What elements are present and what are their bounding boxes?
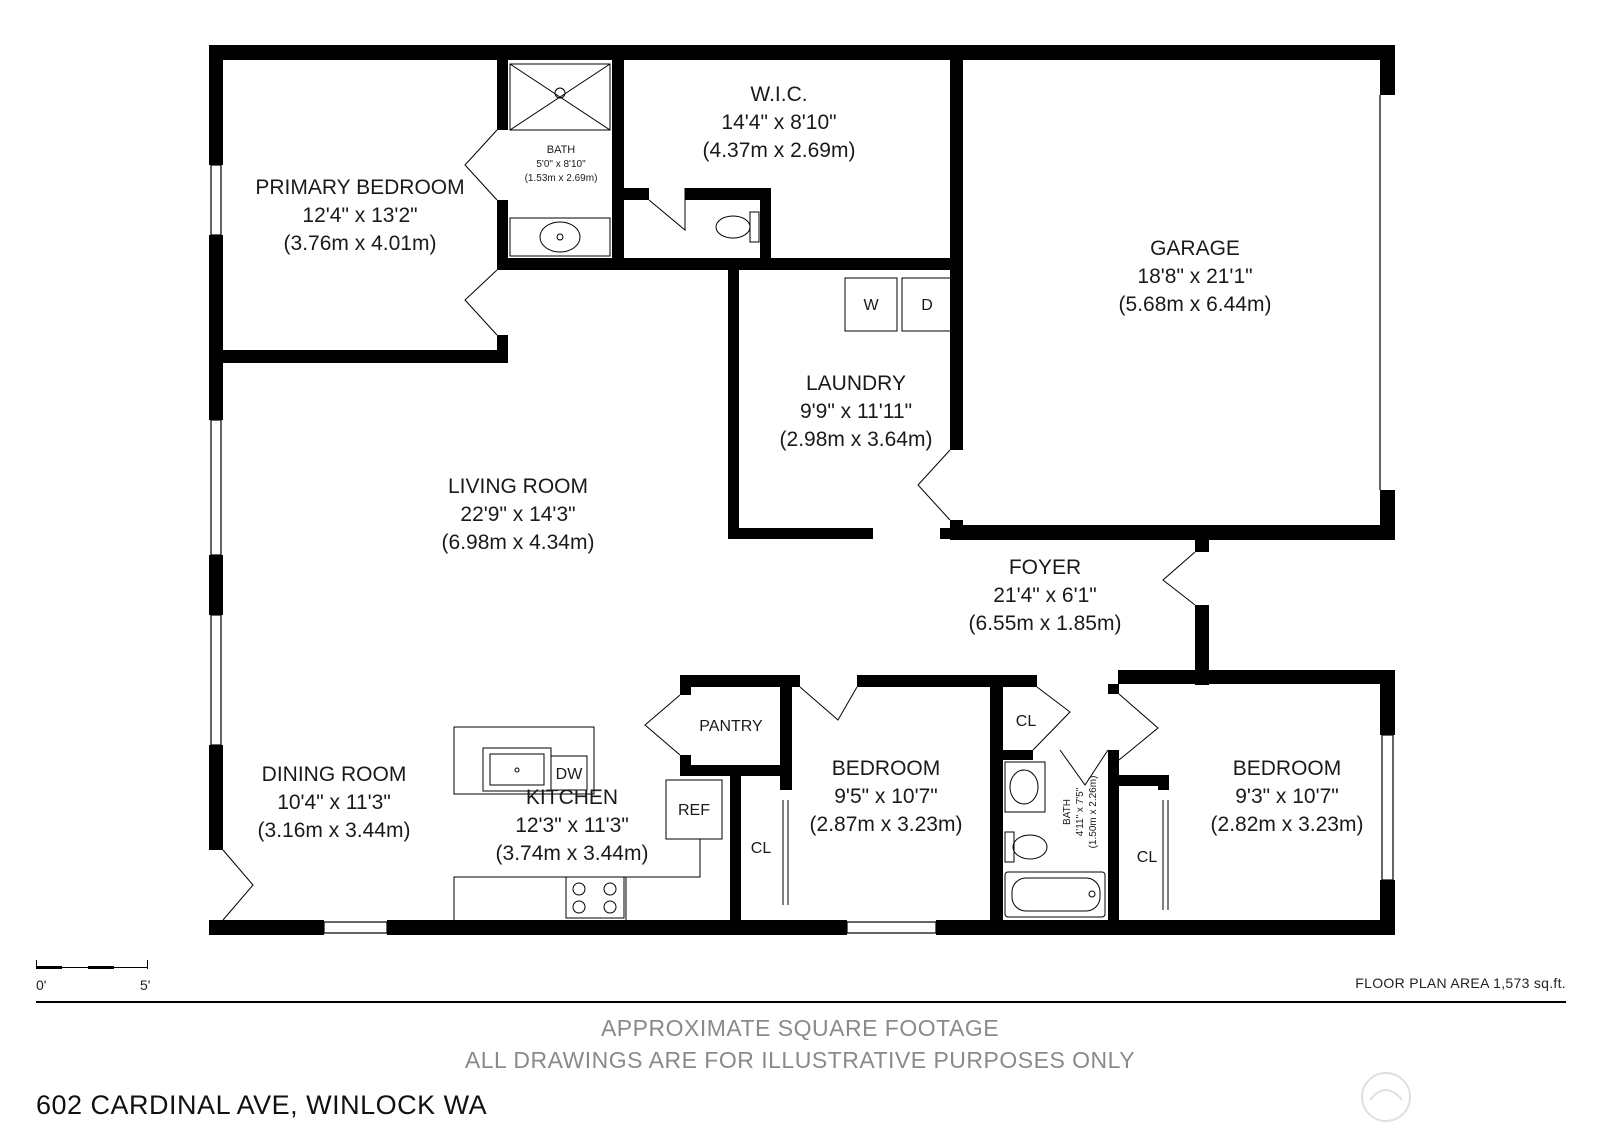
- room-dim-ft: 9'3" x 10'7": [1235, 785, 1339, 808]
- closet-label: CL: [751, 840, 772, 857]
- refrigerator-label: REF: [678, 802, 710, 819]
- room-name: GARAGE: [1150, 237, 1240, 260]
- room-name: KITCHEN: [526, 786, 618, 809]
- room-label-garage: GARAGE 18'8" x 21'1" (5.68m x 6.44m): [1119, 237, 1272, 316]
- room-label-bath-primary: BATH 5'0" x 8'10" (1.53m x 2.69m): [525, 144, 598, 184]
- room-dim-m: (6.98m x 4.34m): [442, 531, 595, 554]
- room-dim-ft: 9'9" x 11'11": [800, 400, 912, 423]
- room-label-wic: W.I.C. 14'4" x 8'10" (4.37m x 2.69m): [703, 83, 856, 162]
- closet-label: CL: [1137, 849, 1158, 866]
- pantry-label: PANTRY: [699, 718, 763, 735]
- room-dim-ft: 5'0" x 8'10": [536, 159, 586, 170]
- closet-label: CL: [1016, 713, 1037, 730]
- dishwasher-label: DW: [556, 766, 584, 783]
- room-name: BEDROOM: [832, 757, 941, 780]
- divider: [36, 1001, 1566, 1003]
- room-name: FOYER: [1009, 556, 1081, 579]
- room-name: BATH: [547, 144, 576, 156]
- room-label-foyer: FOYER 21'4" x 6'1" (6.55m x 1.85m): [969, 556, 1122, 635]
- washer-label: W: [863, 297, 879, 314]
- room-label-dining-room: DINING ROOM 10'4" x 11'3" (3.16m x 3.44m…: [258, 763, 411, 842]
- room-label-bedroom-3: BEDROOM 9'3" x 10'7" (2.82m x 3.23m): [1211, 757, 1364, 836]
- room-dim-ft: 18'8" x 21'1": [1137, 265, 1252, 288]
- exterior-walls: [209, 45, 1395, 935]
- floor-plan-area: FLOOR PLAN AREA 1,573 sq.ft.: [1355, 975, 1566, 991]
- hall-bath-fixtures: [1004, 761, 1106, 918]
- washer-dryer: [844, 277, 954, 332]
- room-dim-m: (3.76m x 4.01m): [284, 232, 437, 255]
- bath-sink: [509, 217, 611, 257]
- property-address: 602 CARDINAL AVE, WINLOCK WA: [36, 1090, 487, 1120]
- room-label-bath-hall: BATH 4'11" x 7'5" (1.50m x 2.26m): [1062, 776, 1099, 849]
- fixture-labels: W D PANTRY DW REF CL CL CL: [556, 297, 1158, 866]
- wic-toilet: [715, 211, 760, 243]
- room-label-laundry: LAUNDRY 9'9" x 11'11" (2.98m x 3.64m): [780, 372, 933, 451]
- watermark-logo: [1361, 1072, 1411, 1122]
- room-dim-m: (2.82m x 3.23m): [1211, 813, 1364, 836]
- interior-walls: [223, 60, 1395, 935]
- room-dim-ft: 12'3" x 11'3": [515, 814, 629, 837]
- windows: [210, 95, 1394, 934]
- room-dim-m: (1.53m x 2.69m): [525, 173, 598, 184]
- room-name: PRIMARY BEDROOM: [255, 176, 464, 199]
- room-name: LAUNDRY: [806, 372, 906, 395]
- room-dim-ft: 14'4" x 8'10": [721, 111, 836, 134]
- room-label-living-room: LIVING ROOM 22'9" x 14'3" (6.98m x 4.34m…: [442, 475, 595, 554]
- kitchen-fixtures: [453, 726, 723, 920]
- room-dim-m: (6.55m x 1.85m): [969, 612, 1122, 635]
- room-dim-m: (3.16m x 3.44m): [258, 819, 411, 842]
- doors: [222, 129, 1196, 921]
- scale-end-label: 5': [140, 977, 150, 993]
- room-name: LIVING ROOM: [448, 475, 588, 498]
- scale-start-label: 0': [36, 977, 46, 993]
- room-name: DINING ROOM: [262, 763, 407, 786]
- room-dim-m: (2.98m x 3.64m): [780, 428, 933, 451]
- footer-line-2: ALL DRAWINGS ARE FOR ILLUSTRATIVE PURPOS…: [465, 1047, 1135, 1073]
- room-dim-ft: 4'11" x 7'5": [1075, 787, 1086, 836]
- room-dim-m: (2.87m x 3.23m): [810, 813, 963, 836]
- scale-bar: 0' 5': [36, 960, 150, 993]
- room-name: BEDROOM: [1233, 757, 1342, 780]
- room-dim-m: (1.50m x 2.26m): [1088, 776, 1099, 849]
- room-name: W.I.C.: [750, 83, 807, 106]
- room-name: BATH: [1062, 799, 1073, 825]
- room-dim-ft: 21'4" x 6'1": [993, 584, 1097, 607]
- room-label-kitchen: KITCHEN 12'3" x 11'3" (3.74m x 3.44m): [496, 786, 649, 865]
- shower: [509, 63, 611, 131]
- room-label-bedroom-2: BEDROOM 9'5" x 10'7" (2.87m x 3.23m): [810, 757, 963, 836]
- room-dim-ft: 22'9" x 14'3": [460, 503, 575, 526]
- room-label-primary-bedroom: PRIMARY BEDROOM 12'4" x 13'2" (3.76m x 4…: [255, 176, 464, 255]
- room-dim-ft: 10'4" x 11'3": [277, 791, 391, 814]
- room-dim-m: (3.74m x 3.44m): [496, 842, 649, 865]
- footer-line-1: APPROXIMATE SQUARE FOOTAGE: [601, 1015, 999, 1041]
- room-dim-ft: 12'4" x 13'2": [302, 204, 417, 227]
- room-dim-m: (5.68m x 6.44m): [1119, 293, 1272, 316]
- room-dim-m: (4.37m x 2.69m): [703, 139, 856, 162]
- dryer-label: D: [921, 297, 933, 314]
- room-dim-ft: 9'5" x 10'7": [834, 785, 938, 808]
